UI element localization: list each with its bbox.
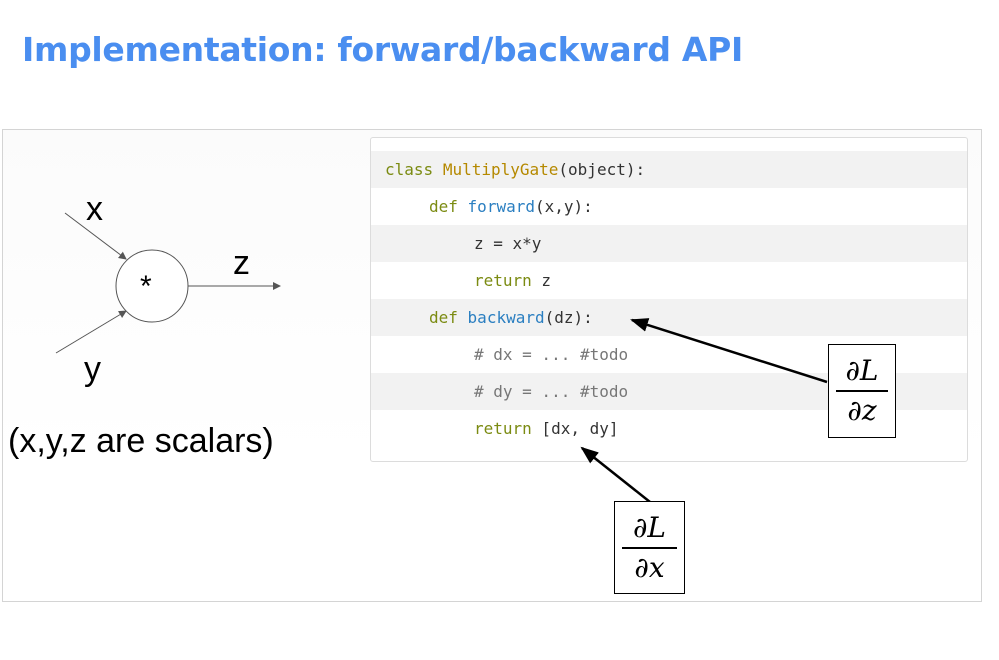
fraction-bar (621, 546, 678, 549)
derivative-numerator: ∂L (845, 354, 879, 387)
derivative-denominator: ∂z (847, 394, 877, 427)
code-line-forward: def forward(x,y): (371, 188, 967, 225)
code-line-return-grads: return [dx, dy] (371, 410, 967, 447)
code-line-class: class MultiplyGate(object): (371, 151, 967, 188)
code-keyword: class (385, 160, 434, 179)
derivative-dl-dx: ∂L ∂x (614, 501, 685, 594)
code-keyword: def (429, 197, 458, 216)
derivative-denominator: ∂x (634, 550, 665, 584)
output-z-label: z (233, 244, 250, 282)
code-function-name: forward (467, 197, 535, 216)
fraction-bar (835, 390, 889, 392)
multiply-operator: * (140, 270, 152, 303)
code-keyword: return (474, 419, 532, 438)
input-y-label: y (84, 350, 101, 388)
input-x-label: x (86, 190, 103, 228)
multiply-gate-node (115, 249, 189, 323)
code-class-name: MultiplyGate (442, 160, 559, 179)
code-line-assign: z = x*y (371, 225, 967, 262)
code-text: z (531, 271, 552, 290)
code-comment: # dy = ... #todo (474, 382, 629, 401)
code-function-name: backward (467, 308, 545, 327)
code-comment: # dx = ... #todo (474, 345, 629, 364)
code-text: (object): (558, 160, 646, 179)
code-keyword: def (429, 308, 458, 327)
derivative-dl-dz: ∂L ∂z (828, 344, 896, 438)
code-text: (dz): (544, 308, 593, 327)
code-text: (x,y): (534, 197, 593, 216)
code-line-backward: def backward(dz): (371, 299, 967, 336)
code-line-return-z: return z (371, 262, 967, 299)
scalar-caption: (x,y,z are scalars) (8, 422, 274, 460)
code-keyword: return (474, 271, 532, 290)
input-y-edge (55, 310, 127, 354)
derivative-numerator: ∂L (632, 510, 667, 544)
code-text: [dx, dy] (531, 419, 619, 438)
input-x-edge (64, 212, 127, 260)
code-text: z = x*y (474, 234, 542, 253)
slide-title: Implementation: forward/backward API (22, 30, 743, 69)
code-line-comment-dx: # dx = ... #todo (371, 336, 967, 373)
